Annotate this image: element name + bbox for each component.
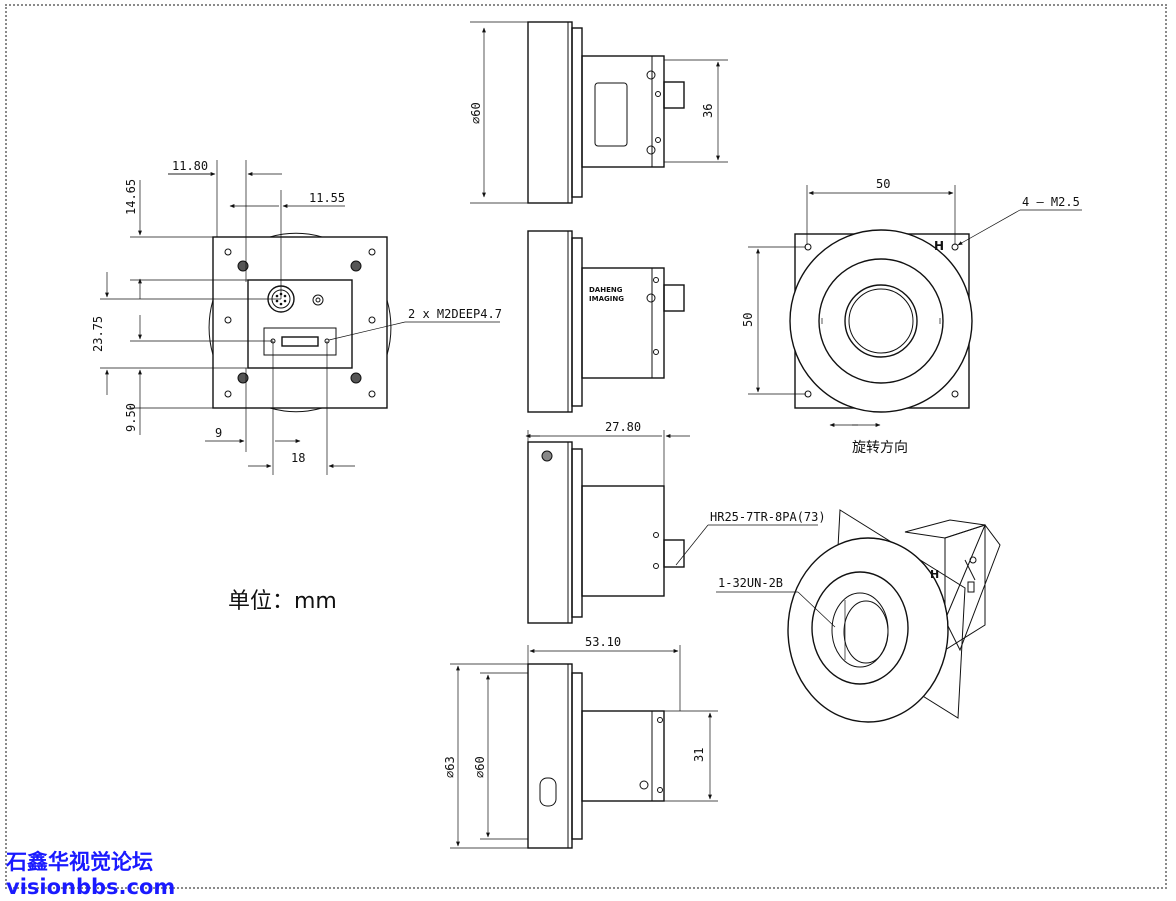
side-view-connector: 27.80 HR25-7TR-8PA(73) (525, 420, 826, 624)
front-view: 50 50 4 – M2.5 H 旋转方向 (741, 177, 1082, 456)
dim-9: 9 (215, 426, 222, 440)
dim-36: 36 (701, 104, 715, 118)
dim-50-v: 50 (741, 313, 755, 327)
dim-phi60-top: ⌀60 (469, 102, 483, 124)
dim-31: 31 (692, 748, 706, 762)
dim-phi63: ⌀63 (443, 756, 457, 778)
bottom-view: 53.10 ⌀63 ⌀60 31 (443, 635, 718, 849)
label-mount-thread: 1-32UN-2B (718, 576, 783, 590)
watermark-line2: visionbbs.com (6, 875, 176, 899)
watermark-line1: 石鑫华视觉论坛 (6, 850, 153, 874)
isometric-view: 1-32UN-2B H (716, 509, 1001, 723)
dim-18: 18 (291, 451, 305, 465)
logo-line1: DAHENG (589, 286, 623, 294)
top-view: ⌀60 36 (469, 21, 728, 204)
logo-line2: IMAGING (589, 295, 624, 303)
dim-53-10: 53.10 (585, 635, 621, 649)
label-rotation-direction: 旋转方向 (852, 440, 908, 456)
label-m2-holes: 4 – M2.5 (1022, 195, 1080, 209)
dim-9-50: 9.50 (124, 403, 138, 432)
label-connector: HR25-7TR-8PA(73) (710, 510, 826, 524)
dim-50-h: 50 (876, 177, 890, 191)
dim-phi60-bottom: ⌀60 (473, 756, 487, 778)
side-view: DAHENG IMAGING (527, 230, 685, 413)
unit-label: 单位：mm (228, 589, 337, 614)
h-mark: H (934, 239, 944, 253)
h-mark-iso: H (930, 568, 939, 581)
drawing-border (5, 4, 1167, 889)
back-view (208, 232, 392, 413)
dim-14-65: 14.65 (124, 179, 138, 215)
back-view-dimensions: 11.80 14.65 11.55 23.75 9.50 9 18 2 x M2… (91, 159, 502, 475)
dim-23-75: 23.75 (91, 316, 105, 352)
dim-27-80: 27.80 (605, 420, 641, 434)
label-mounting-screws: 2 x M2DEEP4.7 (408, 307, 502, 321)
dim-11-80: 11.80 (172, 159, 208, 173)
dim-11-55: 11.55 (309, 191, 345, 205)
